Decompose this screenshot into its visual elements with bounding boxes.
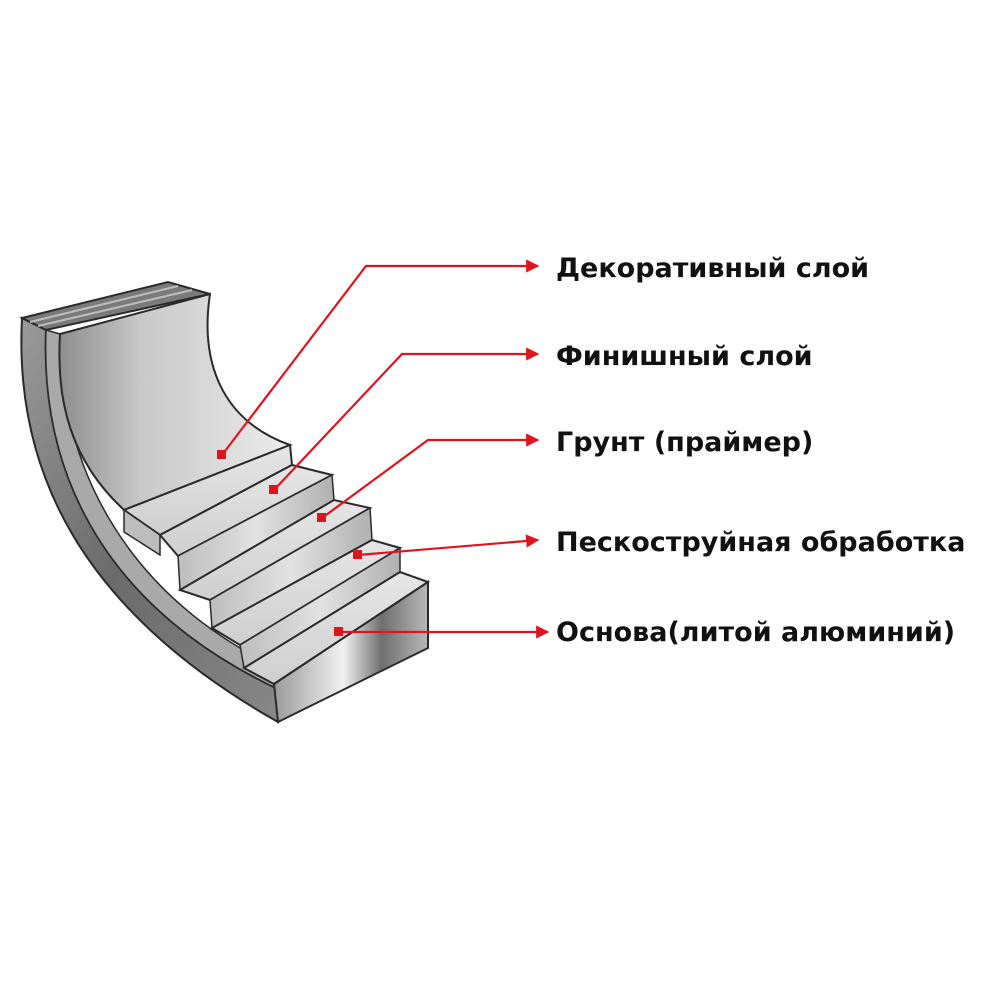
base-face xyxy=(272,580,429,724)
callout-dot-primer xyxy=(317,513,326,522)
callout-arrow-primer xyxy=(321,433,540,519)
callout-dot-finish xyxy=(269,485,278,494)
label-primer-layer: Грунт (праймер) xyxy=(556,427,814,458)
layer-steps xyxy=(121,443,431,724)
callout-arrow-sandblast xyxy=(357,534,540,557)
callout-dot-sandblast xyxy=(353,550,362,559)
label-decorative-layer: Декоративный слой xyxy=(556,253,870,284)
label-sandblast-layer: Пескоструйная обработка xyxy=(556,527,966,558)
callout-arrows xyxy=(217,259,550,639)
callout-dot-decorative xyxy=(217,450,226,459)
callout-arrow-decorative xyxy=(221,259,540,456)
label-base-layer: Основа(литой алюминий) xyxy=(556,617,956,648)
callout-arrow-finish xyxy=(273,347,540,491)
rim-line-1 xyxy=(29,285,179,323)
label-finish-layer: Финишный слой xyxy=(556,341,813,372)
layer-stack-illustration xyxy=(19,280,293,724)
callout-dot-base xyxy=(334,627,343,636)
step-1-face xyxy=(123,508,161,557)
rim-line-2 xyxy=(37,289,193,327)
